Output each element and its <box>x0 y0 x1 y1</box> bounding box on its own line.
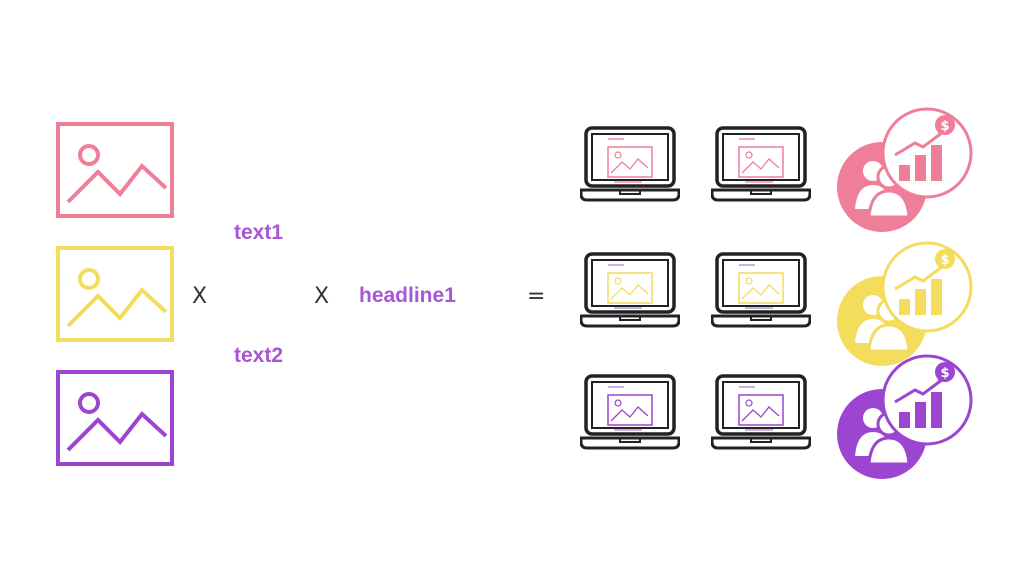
text-variant-2: text2 <box>234 344 284 367</box>
image-placeholder-icon-yellow <box>56 246 174 342</box>
currency-symbol: $ <box>940 253 949 268</box>
laptop-icon <box>580 252 680 330</box>
audience-growth-icon-yellow: $ <box>837 241 973 366</box>
laptop-icon <box>580 374 680 452</box>
multiply-operator: X <box>192 284 208 309</box>
laptop-icon <box>711 252 811 330</box>
headline-variant: headline1 <box>359 284 456 307</box>
text-variant-1: text1 <box>234 221 284 244</box>
laptop-icon <box>711 126 811 204</box>
image-placeholder-icon-purple <box>56 370 174 466</box>
currency-symbol: $ <box>940 366 949 381</box>
equals-operator: = <box>527 284 546 309</box>
audience-growth-icon-pink: $ <box>837 107 973 232</box>
multiply-operator: X <box>314 284 330 309</box>
audience-growth-icon-purple: $ <box>837 354 973 479</box>
currency-symbol: $ <box>940 119 949 134</box>
laptop-icon <box>580 126 680 204</box>
laptop-icon <box>711 374 811 452</box>
image-placeholder-icon-pink <box>56 122 174 218</box>
